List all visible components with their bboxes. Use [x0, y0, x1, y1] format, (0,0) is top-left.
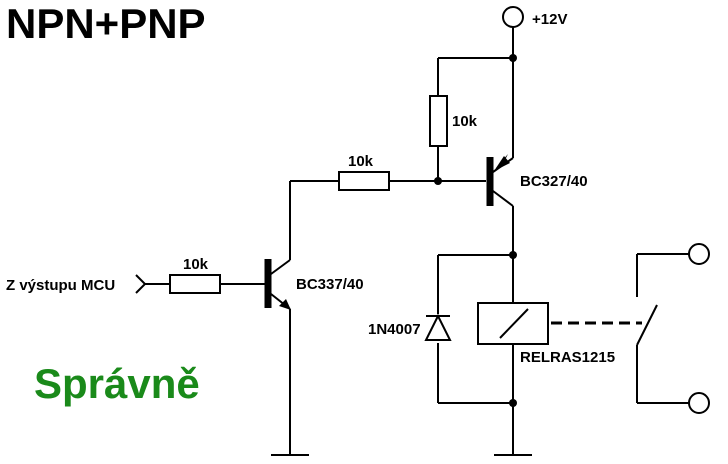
npn-label: BC337/40 [296, 276, 364, 293]
status-text: Správně [34, 360, 200, 407]
relay-coil [477, 302, 549, 345]
input-label: Z výstupu MCU [6, 277, 115, 294]
middle-resistor-label: 10k [348, 153, 374, 170]
npn-transistor [264, 259, 309, 456]
pnp-label: BC327/40 [520, 173, 588, 190]
input-arrow [135, 274, 170, 294]
pullup-resistor-label: 10k [452, 113, 478, 130]
relay-label: RELRAS1215 [520, 349, 615, 366]
input-resistor [169, 274, 266, 294]
pullup-resistor [429, 95, 448, 181]
relay-wiring [437, 254, 532, 456]
supply-terminal [502, 6, 524, 58]
relay-switch [636, 243, 710, 414]
supply-label: +12V [532, 11, 567, 28]
top-rail-wires [437, 54, 517, 158]
pnp-transistor [486, 154, 517, 259]
diode-label: 1N4007 [368, 321, 421, 338]
input-resistor-label: 10k [183, 256, 209, 273]
middle-resistor [290, 171, 486, 191]
flyback-diode [424, 313, 452, 341]
diagram-title: NPN+PNP [6, 0, 206, 47]
